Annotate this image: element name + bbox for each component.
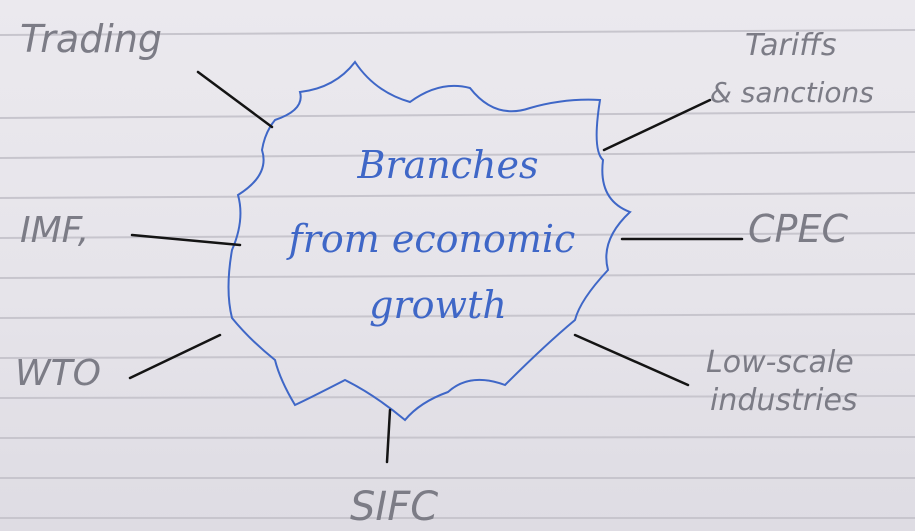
connector-wto <box>128 333 222 380</box>
center-line-1: Branches <box>357 143 539 187</box>
branch-trading: Trading <box>20 17 162 61</box>
connector-industries <box>573 333 690 387</box>
branch-tariffs-line-2: & sanctions <box>710 76 874 109</box>
branch-wto: WTO <box>15 353 101 394</box>
branch-cpec: CPEC <box>748 207 848 251</box>
connector-imf <box>130 233 242 247</box>
branch-tariffs-line-1: Tariffs <box>745 28 837 63</box>
connector-sifc <box>385 408 392 464</box>
branch-industries-line-1: Low-scale <box>706 345 854 380</box>
connector-tariffs <box>602 98 712 152</box>
branch-sifc: SIFC <box>350 484 438 530</box>
center-line-3: growth <box>369 283 507 327</box>
center-line-2: from economic <box>286 217 576 261</box>
central-cloud-shape <box>227 60 632 422</box>
connector-trading <box>196 70 274 129</box>
branch-imf: IMF, <box>20 210 89 251</box>
branch-industries-line-2: industries <box>710 383 858 418</box>
